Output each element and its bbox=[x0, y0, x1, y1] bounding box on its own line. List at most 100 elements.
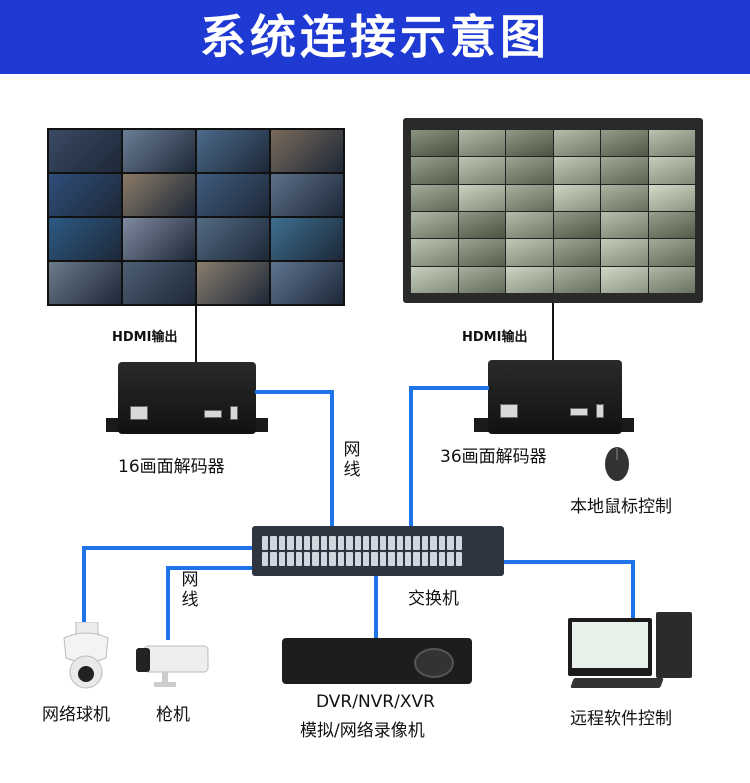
pc-screen bbox=[572, 622, 648, 668]
wall-tile bbox=[271, 174, 343, 216]
monitor bbox=[403, 118, 703, 303]
camera-tile bbox=[506, 266, 553, 293]
camera-tile bbox=[506, 157, 553, 184]
camera-tile bbox=[458, 239, 505, 266]
switch-port bbox=[354, 552, 361, 566]
switch-port bbox=[438, 552, 446, 566]
camera-tile bbox=[648, 266, 695, 293]
usb-port-icon bbox=[596, 404, 604, 418]
switch-port bbox=[295, 552, 303, 566]
wall-tile bbox=[49, 174, 121, 216]
switch-port bbox=[455, 552, 462, 566]
camera-tile bbox=[601, 130, 648, 157]
lan-port-icon bbox=[130, 406, 148, 420]
wall-tile bbox=[123, 262, 195, 304]
pc-monitor bbox=[568, 618, 652, 676]
mouse-icon bbox=[605, 447, 629, 481]
switch-port bbox=[337, 536, 345, 550]
switch-port bbox=[405, 536, 412, 550]
video-wall bbox=[47, 128, 345, 306]
hdmi-label-left: HDMI输出 bbox=[112, 330, 178, 345]
wire-decoder16-v bbox=[330, 390, 334, 528]
camera-tile bbox=[553, 239, 600, 266]
bullet-camera-icon bbox=[136, 645, 209, 687]
switch-port bbox=[455, 536, 462, 550]
switch-port bbox=[278, 536, 286, 550]
wall-tile bbox=[123, 130, 195, 172]
usb-port-icon bbox=[230, 406, 238, 420]
camera-tile bbox=[506, 239, 553, 266]
switch-port bbox=[379, 552, 387, 566]
switch-port bbox=[295, 536, 303, 550]
camera-tile bbox=[506, 130, 553, 157]
switch-port bbox=[362, 552, 370, 566]
camera-tile bbox=[458, 212, 505, 239]
monitor-screen bbox=[411, 130, 695, 293]
switch-port bbox=[329, 552, 336, 566]
switch-port bbox=[447, 536, 454, 550]
camera-tile bbox=[411, 212, 458, 239]
switch-port bbox=[304, 536, 311, 550]
switch-port bbox=[413, 536, 420, 550]
switch-port bbox=[354, 536, 361, 550]
switch-port bbox=[371, 536, 378, 550]
pc-tower bbox=[656, 612, 692, 678]
camera-tile bbox=[553, 130, 600, 157]
camera-tile bbox=[553, 266, 600, 293]
keyboard-icon bbox=[570, 678, 664, 688]
wall-tile bbox=[197, 262, 269, 304]
camera-tile bbox=[601, 266, 648, 293]
hdmi-cable-left bbox=[195, 306, 197, 364]
wire-pc-v bbox=[631, 560, 635, 620]
camera-tile bbox=[648, 239, 695, 266]
mouse-label: 本地鼠标控制 bbox=[570, 497, 672, 517]
camera-tile bbox=[601, 212, 648, 239]
switch-port bbox=[396, 552, 404, 566]
page-title: 系统连接示意图 bbox=[200, 10, 550, 64]
switch-port bbox=[421, 536, 429, 550]
camera-tile bbox=[458, 157, 505, 184]
camera-tile bbox=[648, 184, 695, 211]
switch-port bbox=[396, 536, 404, 550]
wire-dome-h bbox=[82, 546, 254, 550]
dvr-label-1: DVR/NVR/XVR bbox=[316, 692, 435, 712]
wire-decoder36-h bbox=[409, 386, 489, 390]
switch-port bbox=[278, 552, 286, 566]
switch-port bbox=[362, 536, 370, 550]
wall-tile bbox=[197, 174, 269, 216]
decoder36-label: 36画面解码器 bbox=[440, 447, 547, 467]
hdmi-port-icon bbox=[204, 410, 222, 418]
cable-label-top: 网线 bbox=[343, 440, 361, 480]
hdmi-cable-right bbox=[552, 303, 554, 361]
switch-port bbox=[320, 536, 328, 550]
switch-label: 交换机 bbox=[408, 589, 459, 609]
switch-port bbox=[413, 552, 420, 566]
camera-tile bbox=[411, 157, 458, 184]
dvr-label-2: 模拟/网络录像机 bbox=[300, 721, 425, 741]
wall-tile bbox=[49, 262, 121, 304]
camera-tile bbox=[458, 184, 505, 211]
switch-port bbox=[262, 536, 269, 550]
decoder-36-box bbox=[488, 360, 622, 434]
switch-port bbox=[388, 552, 395, 566]
wire-bullet-h bbox=[166, 566, 254, 570]
switch-port bbox=[320, 552, 328, 566]
switch-port bbox=[388, 536, 395, 550]
switch-port bbox=[379, 536, 387, 550]
camera-tile bbox=[553, 184, 600, 211]
camera-tile bbox=[601, 157, 648, 184]
switch-port bbox=[312, 552, 319, 566]
decoder16-label: 16画面解码器 bbox=[118, 457, 225, 477]
wire-decoder16-h bbox=[255, 390, 333, 394]
camera-tile bbox=[411, 130, 458, 157]
camera-tile bbox=[601, 184, 648, 211]
camera-tile bbox=[553, 157, 600, 184]
camera-tile bbox=[458, 130, 505, 157]
switch-port bbox=[430, 552, 437, 566]
hdmi-port-icon bbox=[570, 408, 588, 416]
wall-tile bbox=[197, 218, 269, 260]
lan-port-icon bbox=[500, 404, 518, 418]
remote-label: 远程软件控制 bbox=[570, 709, 672, 729]
wall-tile bbox=[197, 130, 269, 172]
wall-tile bbox=[271, 218, 343, 260]
